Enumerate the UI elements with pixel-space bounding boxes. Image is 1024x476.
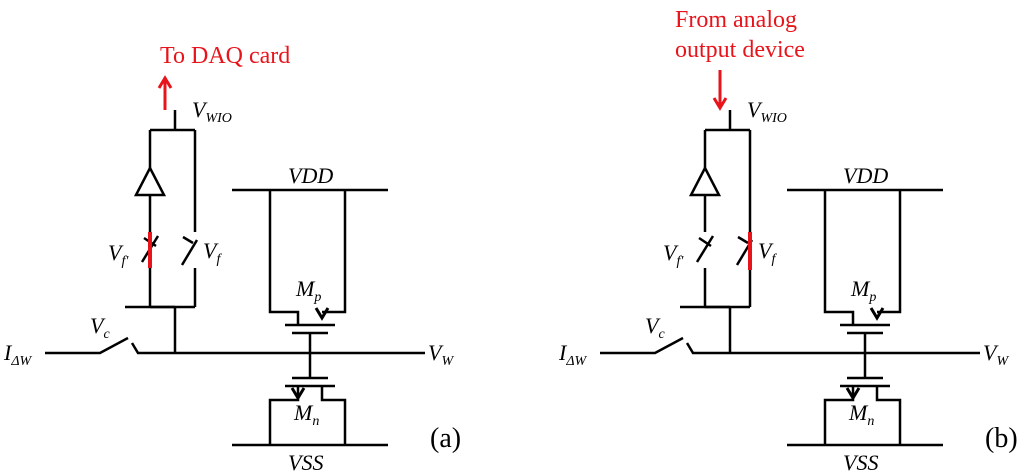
- vf-prime-label: Vf': [108, 240, 129, 269]
- mn-label: Mn: [293, 400, 319, 429]
- vw-label: VW: [428, 340, 454, 369]
- down-arrow-icon: [712, 97, 728, 111]
- vw-bus: [685, 342, 980, 355]
- vwio-label: VWIO: [747, 97, 787, 126]
- switch-vf-prime-blade: [695, 235, 715, 263]
- nmos-arrow-icon: [845, 387, 861, 401]
- pmos-arrow-icon: [314, 307, 330, 321]
- nmos-left-wire: [268, 386, 300, 445]
- pmos-right-wire: [322, 190, 347, 314]
- vss-label: VSS: [843, 450, 878, 475]
- panel-caption: (b): [985, 423, 1018, 454]
- pmos-left-wire: [823, 190, 855, 325]
- idw-wire: [600, 336, 684, 355]
- vw-bus: [130, 342, 425, 355]
- vf-label: Vf: [758, 238, 777, 267]
- mp-label: Mp: [850, 276, 876, 305]
- io-label: output device: [675, 37, 805, 63]
- vdd-label: VDD: [288, 163, 333, 188]
- vc-label: Vc: [90, 313, 110, 342]
- panel-caption: (a): [430, 423, 461, 454]
- vwio-label: VWIO: [192, 97, 232, 126]
- buffer-icon: [688, 165, 722, 197]
- vss-label: VSS: [288, 450, 323, 475]
- up-arrow-icon: [157, 75, 173, 89]
- idw-wire: [45, 336, 129, 355]
- idw-label: IΔW: [3, 340, 33, 369]
- switch-vf-blade: [180, 239, 199, 266]
- nmos-right-wire: [320, 386, 347, 445]
- pmos-arrow-icon: [869, 307, 885, 321]
- mp-label: Mp: [295, 276, 321, 305]
- vc-label: Vc: [645, 313, 665, 342]
- pmos-left-wire: [268, 190, 300, 325]
- vw-label: VW: [983, 340, 1009, 369]
- io-label: From analog: [675, 7, 797, 33]
- nmos-right-wire: [875, 386, 902, 445]
- mn-label: Mn: [848, 400, 874, 429]
- vf-label: Vf: [203, 238, 222, 267]
- switch-vf-contact: [182, 235, 194, 245]
- nmos-left-wire: [823, 386, 855, 445]
- switch-vf-prime-contact: [698, 236, 712, 248]
- vdd-label: VDD: [843, 163, 888, 188]
- idw-label: IΔW: [558, 340, 588, 369]
- vf-prime-label: Vf': [663, 240, 684, 269]
- buffer-icon: [133, 165, 167, 197]
- nmos-arrow-icon: [290, 387, 306, 401]
- switch-vf-contact: [737, 235, 749, 245]
- io-label: To DAQ card: [160, 43, 290, 69]
- pmos-right-wire: [877, 190, 902, 314]
